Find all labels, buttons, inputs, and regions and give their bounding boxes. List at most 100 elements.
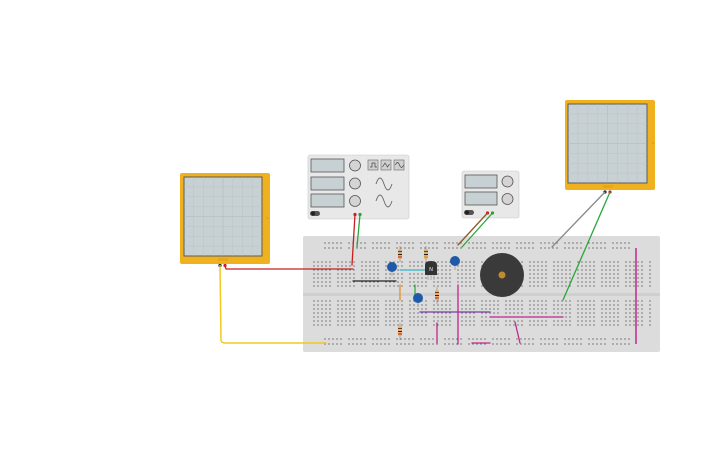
breadboard-hole[interactable] [484,242,486,244]
breadboard-hole[interactable] [553,324,555,326]
breadboard-hole[interactable] [520,247,522,249]
breadboard-hole[interactable] [396,343,398,345]
breadboard-hole[interactable] [377,277,379,279]
breadboard-hole[interactable] [445,304,447,306]
breadboard-hole[interactable] [409,273,411,275]
breadboard-hole[interactable] [449,300,451,302]
breadboard-hole[interactable] [601,273,603,275]
breadboard-hole[interactable] [609,269,611,271]
breadboard-hole[interactable] [369,308,371,310]
breadboard-hole[interactable] [448,247,450,249]
breadboard-hole[interactable] [496,338,498,340]
breadboard-hole[interactable] [364,338,366,340]
breadboard-hole[interactable] [577,324,579,326]
breadboard-hole[interactable] [637,312,639,314]
breadboard-hole[interactable] [328,338,330,340]
breadboard-hole[interactable] [437,316,439,318]
breadboard-hole[interactable] [400,242,402,244]
breadboard-hole[interactable] [324,242,326,244]
breadboard-hole[interactable] [480,343,482,345]
breadboard-hole[interactable] [408,242,410,244]
breadboard-hole[interactable] [385,324,387,326]
breadboard-hole[interactable] [492,338,494,340]
breadboard-hole[interactable] [553,277,555,279]
breadboard-hole[interactable] [341,300,343,302]
breadboard-hole[interactable] [617,269,619,271]
breadboard-hole[interactable] [461,304,463,306]
breadboard-hole[interactable] [353,308,355,310]
breadboard-hole[interactable] [585,312,587,314]
breadboard-hole[interactable] [589,281,591,283]
breadboard-hole[interactable] [421,320,423,322]
breadboard-hole[interactable] [337,300,339,302]
breadboard-hole[interactable] [529,312,531,314]
breadboard-hole[interactable] [612,338,614,340]
breadboard-hole[interactable] [489,312,491,314]
breadboard-hole[interactable] [545,304,547,306]
breadboard-hole[interactable] [528,247,530,249]
breadboard-hole[interactable] [449,324,451,326]
breadboard-hole[interactable] [377,261,379,263]
breadboard-hole[interactable] [397,269,399,271]
breadboard-hole[interactable] [505,312,507,314]
transistor[interactable]: N [425,261,437,280]
breadboard-hole[interactable] [585,273,587,275]
breadboard-hole[interactable] [428,242,430,244]
breadboard-hole[interactable] [617,316,619,318]
breadboard-hole[interactable] [517,312,519,314]
breadboard-hole[interactable] [437,308,439,310]
breadboard-hole[interactable] [388,343,390,345]
breadboard-hole[interactable] [537,304,539,306]
breadboard-hole[interactable] [389,304,391,306]
breadboard-hole[interactable] [313,285,315,287]
breadboard-hole[interactable] [445,300,447,302]
breadboard-hole[interactable] [533,308,535,310]
breadboard-hole[interactable] [476,338,478,340]
breadboard-hole[interactable] [421,308,423,310]
breadboard-hole[interactable] [449,316,451,318]
breadboard-hole[interactable] [341,277,343,279]
breadboard-hole[interactable] [353,273,355,275]
breadboard-hole[interactable] [369,304,371,306]
breadboard-hole[interactable] [629,312,631,314]
breadboard-hole[interactable] [369,324,371,326]
breadboard-hole[interactable] [532,247,534,249]
breadboard-hole[interactable] [581,304,583,306]
breadboard-hole[interactable] [345,312,347,314]
breadboard-hole[interactable] [465,304,467,306]
breadboard-hole[interactable] [401,273,403,275]
breadboard-hole[interactable] [360,242,362,244]
breadboard-hole[interactable] [321,308,323,310]
breadboard-hole[interactable] [593,281,595,283]
breadboard-hole[interactable] [385,273,387,275]
breadboard-hole[interactable] [469,320,471,322]
breadboard-hole[interactable] [393,320,395,322]
breadboard-hole[interactable] [469,304,471,306]
breadboard-hole[interactable] [589,312,591,314]
breadboard-hole[interactable] [605,265,607,267]
breadboard-hole[interactable] [317,261,319,263]
breadboard-hole[interactable] [609,304,611,306]
breadboard-hole[interactable] [533,277,535,279]
breadboard-hole[interactable] [629,277,631,279]
breadboard-hole[interactable] [360,247,362,249]
breadboard-hole[interactable] [601,304,603,306]
breadboard-hole[interactable] [460,247,462,249]
breadboard-hole[interactable] [609,273,611,275]
breadboard-hole[interactable] [509,304,511,306]
breadboard-hole[interactable] [325,320,327,322]
breadboard-hole[interactable] [449,265,451,267]
wire-yellow-scope-left[interactable] [219,264,327,344]
breadboard-hole[interactable] [437,320,439,322]
breadboard-hole[interactable] [541,265,543,267]
capacitor[interactable] [413,293,423,307]
breadboard-hole[interactable] [361,312,363,314]
breadboard-hole[interactable] [472,247,474,249]
breadboard-hole[interactable] [484,247,486,249]
breadboard-hole[interactable] [600,242,602,244]
breadboard-hole[interactable] [341,312,343,314]
breadboard-hole[interactable] [581,312,583,314]
breadboard-hole[interactable] [572,242,574,244]
breadboard-hole[interactable] [504,242,506,244]
breadboard-hole[interactable] [473,269,475,271]
